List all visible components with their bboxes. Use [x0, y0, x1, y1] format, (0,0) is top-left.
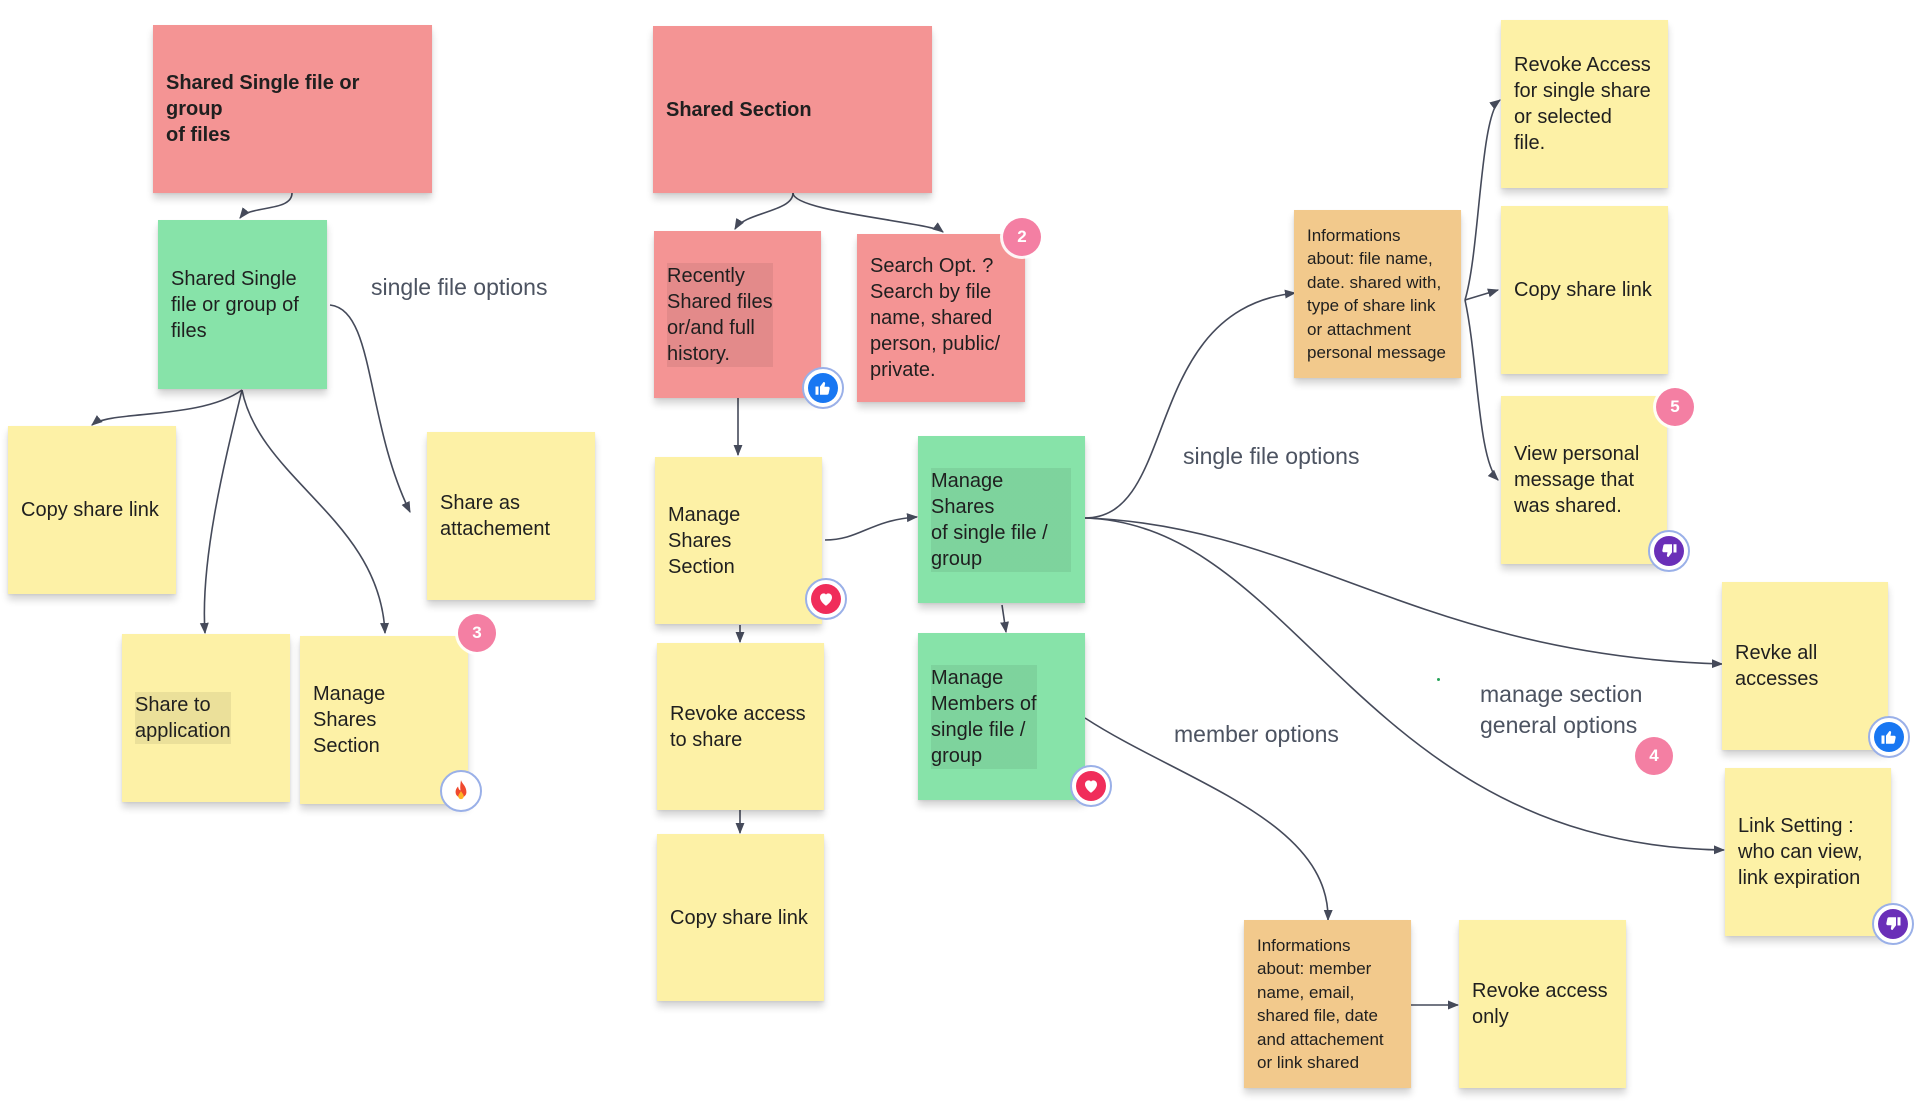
- stray-dot: [1437, 678, 1440, 681]
- connector: [329, 304, 411, 514]
- thumbs-up-icon: [815, 382, 830, 395]
- thumbs-up-reaction[interactable]: [802, 367, 844, 409]
- note-recently-shared[interactable]: Recently Shared files or/and full histor…: [654, 231, 821, 398]
- note-shared-single-group[interactable]: Shared Single file or group of files: [158, 220, 327, 389]
- counter-badge[interactable]: 2: [1003, 218, 1041, 256]
- note-shared-single-header[interactable]: Shared Single file or group of files: [153, 25, 432, 193]
- fire-icon: [455, 780, 467, 800]
- counter-badge[interactable]: 3: [458, 614, 496, 652]
- label-single-file-options-left[interactable]: single file options: [371, 274, 548, 300]
- thumbs-down-icon: [1886, 917, 1901, 930]
- connector: [91, 389, 243, 426]
- counter-badge[interactable]: 5: [1656, 388, 1694, 426]
- connector: [241, 389, 390, 635]
- connector: [792, 192, 944, 233]
- label-single-file-options-right[interactable]: single file options: [1183, 443, 1360, 469]
- note-manage-shares-section-mid[interactable]: Manage Shares Section: [655, 457, 822, 624]
- thumbs-up-icon: [1881, 731, 1896, 744]
- note-copy-share-link-mid[interactable]: Copy share link: [657, 834, 824, 1001]
- note-revoke-access-only[interactable]: Revoke access only: [1459, 920, 1626, 1088]
- note-revoke-all-accesses[interactable]: Revke all accesses: [1722, 582, 1888, 750]
- note-revoke-access-single[interactable]: Revoke Access for single share or select…: [1501, 20, 1668, 188]
- note-manage-shares-single[interactable]: Manage Shares of single file / group: [918, 436, 1085, 603]
- connector: [1000, 604, 1009, 634]
- note-view-personal-message[interactable]: View personal message that was shared.: [1501, 396, 1667, 564]
- label-member-options[interactable]: member options: [1174, 721, 1339, 747]
- connector: [1464, 299, 1499, 481]
- connector: [199, 389, 243, 635]
- note-share-as-attachement[interactable]: Share as attachement: [427, 432, 595, 600]
- thumbs-up-reaction[interactable]: [1868, 716, 1910, 758]
- heart-reaction[interactable]: [1070, 765, 1112, 807]
- connector: [734, 192, 794, 230]
- thumbs-down-icon: [1662, 544, 1677, 557]
- connector: [1464, 99, 1501, 301]
- thumbs-down-reaction[interactable]: [1648, 530, 1690, 572]
- note-shared-section-header[interactable]: Shared Section: [653, 26, 932, 193]
- connector: [824, 513, 919, 541]
- connector: [239, 192, 293, 219]
- note-file-informations[interactable]: Informations about: file name, date. sha…: [1294, 210, 1461, 378]
- heart-reaction[interactable]: [805, 578, 847, 620]
- thumbs-down-reaction[interactable]: [1872, 903, 1914, 945]
- fire-reaction[interactable]: [440, 770, 482, 812]
- label-manage-section-general-options[interactable]: manage section general options: [1480, 681, 1643, 738]
- note-search-options[interactable]: Search Opt. ? Search by file name, share…: [857, 234, 1025, 402]
- note-copy-share-link-left[interactable]: Copy share link: [8, 426, 176, 594]
- note-manage-members[interactable]: Manage Members of single file / group: [918, 633, 1085, 800]
- heart-icon: [820, 593, 832, 606]
- heart-icon: [1085, 780, 1097, 793]
- note-member-informations[interactable]: Informations about: member name, email, …: [1244, 920, 1411, 1088]
- connector: [1084, 289, 1297, 519]
- note-link-setting[interactable]: Link Setting : who can view, link expira…: [1725, 768, 1891, 936]
- note-copy-share-link-right[interactable]: Copy share link: [1501, 206, 1668, 374]
- note-revoke-access-to-share[interactable]: Revoke access to share: [657, 643, 824, 810]
- counter-badge[interactable]: 4: [1635, 737, 1673, 775]
- connector: [1464, 288, 1500, 301]
- note-share-to-application[interactable]: Share to application: [122, 634, 290, 802]
- note-manage-shares-section-left[interactable]: Manage Shares Section: [300, 636, 468, 804]
